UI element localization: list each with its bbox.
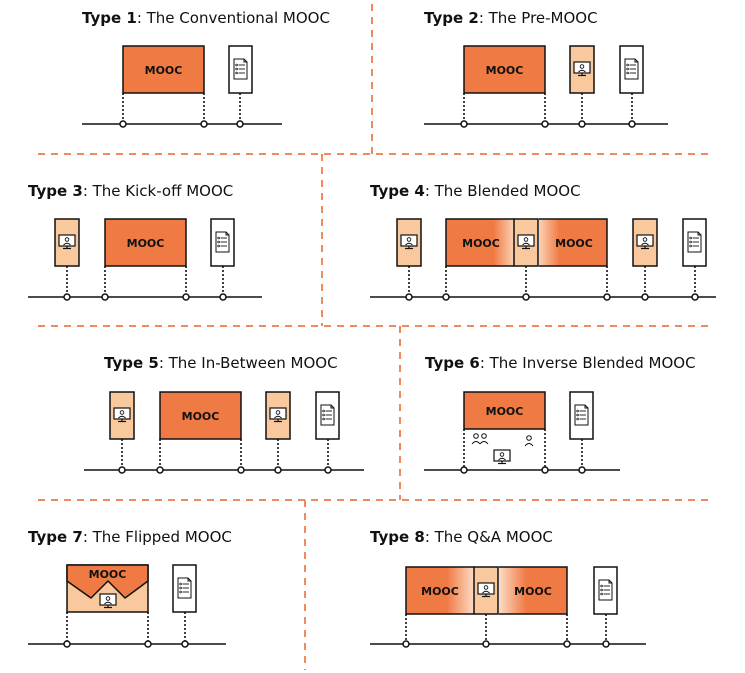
computer-icon [58, 234, 76, 250]
timeline-markers [118, 466, 332, 474]
svg-text:MOOC: MOOC [486, 64, 524, 77]
computer-icon [99, 593, 117, 609]
computer-icon [493, 449, 511, 465]
mooc-block-split: MOOC MOOC [405, 566, 568, 615]
online-session-block [109, 391, 135, 440]
mooc-block: MOOC [159, 391, 242, 440]
online-session-block [473, 566, 499, 615]
document-icon [619, 45, 644, 94]
computer-icon [400, 234, 418, 250]
mooc-block: MOOC [463, 45, 546, 94]
online-session-block [54, 218, 80, 267]
online-session-block [265, 391, 291, 440]
panel-type-4: Type 4: The Blended MOOC MOOC MOOC [370, 182, 716, 301]
panel-title-type-7: Type 7: The Flipped MOOC [28, 528, 232, 546]
timeline-markers [460, 466, 586, 474]
panel-title-type-5: Type 5: The In-Between MOOC [104, 354, 338, 372]
timeline [424, 93, 668, 125]
computer-icon [477, 582, 495, 598]
svg-text:MOOC: MOOC [145, 64, 183, 77]
flipped-mooc-block: MOOC [66, 564, 149, 613]
timeline [28, 266, 262, 298]
mooc-block-split: MOOC MOOC [445, 218, 608, 267]
panel-type-8: Type 8: The Q&A MOOC MOOC MOOC [370, 528, 646, 648]
document-icon [315, 391, 340, 440]
panel-title-type-6: Type 6: The Inverse Blended MOOC [425, 354, 696, 372]
timeline [370, 614, 646, 645]
timeline [370, 266, 716, 298]
svg-text:MOOC: MOOC [514, 585, 552, 598]
panel-title-type-2: Type 2: The Pre-MOOC [424, 9, 598, 27]
panel-type-6: Type 6: The Inverse Blended MOOC MOOC [424, 354, 696, 474]
panel-title-type-1: Type 1: The Conventional MOOC [82, 9, 330, 27]
document-icon [682, 218, 707, 267]
person-icon [524, 435, 534, 447]
svg-text:MOOC: MOOC [486, 405, 524, 418]
panel-dividers [38, 4, 712, 670]
document-icon [210, 218, 235, 267]
svg-text:MOOC: MOOC [462, 237, 500, 250]
timeline-markers [119, 120, 244, 128]
document-icon [172, 564, 197, 613]
svg-text:MOOC: MOOC [127, 237, 165, 250]
online-session-block [632, 218, 658, 267]
document-icon [593, 566, 618, 615]
svg-text:MOOC: MOOC [421, 585, 459, 598]
panel-title-type-8: Type 8: The Q&A MOOC [370, 528, 553, 546]
computer-icon [573, 61, 591, 77]
online-session-block [569, 45, 595, 94]
timeline [82, 93, 282, 125]
timeline [28, 612, 226, 645]
computer-icon [113, 407, 131, 423]
online-session-block [513, 218, 539, 267]
computer-icon [636, 234, 654, 250]
panel-type-1: Type 1: The Conventional MOOC MOOC [82, 9, 330, 128]
panel-type-7: Type 7: The Flipped MOOC MOOC [28, 528, 232, 648]
timeline-markers [405, 293, 699, 301]
mooc-block: MOOC [463, 391, 546, 430]
timeline-markers [63, 293, 227, 301]
mooc-block: MOOC [122, 45, 205, 94]
computer-icon [269, 407, 287, 423]
timeline [424, 429, 620, 471]
computer-icon [517, 234, 535, 250]
mooc-block: MOOC [104, 218, 187, 267]
document-icon [569, 391, 594, 440]
timeline [84, 439, 364, 471]
timeline-markers [63, 640, 189, 648]
svg-text:MOOC: MOOC [182, 410, 220, 423]
panel-type-5: Type 5: The In-Between MOOC MOOC [84, 354, 364, 474]
timeline-markers [402, 640, 610, 648]
svg-text:MOOC: MOOC [555, 237, 593, 250]
timeline-markers [460, 120, 636, 128]
panel-title-type-4: Type 4: The Blended MOOC [370, 182, 581, 200]
panel-type-2: Type 2: The Pre-MOOC MOOC [424, 9, 668, 128]
svg-text:MOOC: MOOC [89, 568, 127, 581]
group-icon [471, 433, 489, 445]
panel-title-type-3: Type 3: The Kick-off MOOC [28, 182, 233, 200]
document-icon [228, 45, 253, 94]
online-session-block [396, 218, 422, 267]
panel-type-3: Type 3: The Kick-off MOOC MOOC [28, 182, 262, 301]
